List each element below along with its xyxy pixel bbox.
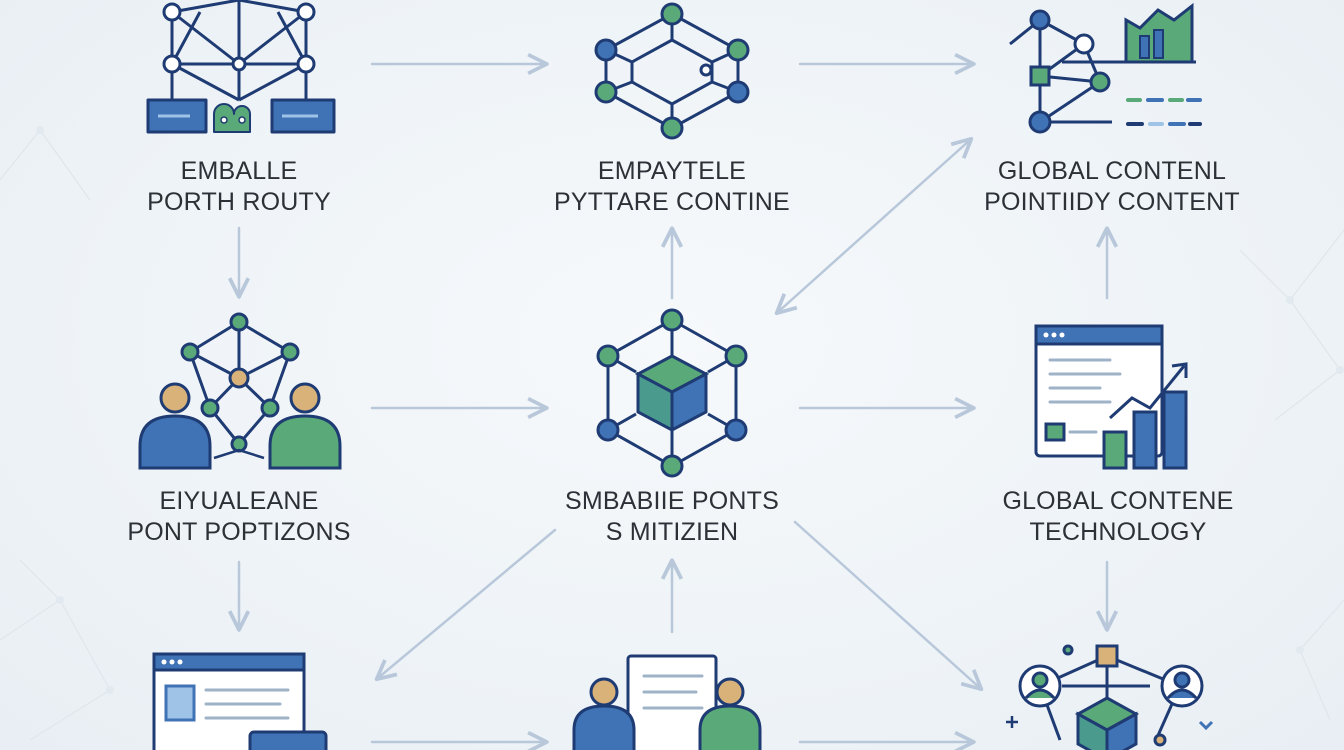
node-label-n1: EMBALLE PORTH ROUTY xyxy=(69,156,409,218)
network-analytics-icon xyxy=(1009,2,1202,134)
node-label-n5: SMBABIIE PONTS S MITIZIEN xyxy=(502,486,842,548)
node-label-n1-line1: EMBALLE xyxy=(180,157,298,185)
arrow-n5-n7 xyxy=(374,528,557,682)
node-label-n5-line1: SMBABIIE PONTS xyxy=(565,487,779,515)
hexagon-network-icon xyxy=(594,2,750,140)
node-label-n6-line1: GLOBAL CONTENE xyxy=(1002,487,1234,515)
people-document-icon xyxy=(572,654,762,750)
node-label-n4-line2: PONT POPTIZONS xyxy=(127,518,351,546)
node-label-n2-line1: EMPAYTELE xyxy=(597,157,747,185)
node-label-n3-line1: GLOBAL CONTENL xyxy=(997,157,1227,185)
node-label-n3-line2: POINTIIDY CONTENT xyxy=(984,188,1240,216)
node-label-n3: GLOBAL CONTENL POINTIIDY CONTENT xyxy=(942,156,1282,218)
cube-network-icon xyxy=(596,308,748,478)
node-label-n6: GLOBAL CONTENE TECHNOLOGY xyxy=(948,486,1288,548)
cube-users-network-icon xyxy=(1006,644,1214,750)
arrow-n3-n5 xyxy=(774,136,974,316)
network-tower-icon xyxy=(146,0,336,134)
browser-window-icon xyxy=(152,652,328,750)
node-label-n2-line2: PYTTARE CONTINE xyxy=(554,188,790,216)
node-label-n4: EIYUALEANE PONT POPTIZONS xyxy=(69,486,409,548)
node-label-n4-line1: EIYUALEANE xyxy=(159,487,319,515)
people-network-icon xyxy=(138,312,342,470)
browser-chart-icon xyxy=(1034,324,1188,470)
node-label-n1-line2: PORTH ROUTY xyxy=(147,188,331,216)
node-label-n6-line2: TECHNOLOGY xyxy=(1029,518,1207,546)
node-label-n5-line2: S MITIZIEN xyxy=(605,518,739,546)
arrow-n5-n9 xyxy=(793,520,984,692)
node-label-n2: EMPAYTELE PYTTARE CONTINE xyxy=(502,156,842,218)
